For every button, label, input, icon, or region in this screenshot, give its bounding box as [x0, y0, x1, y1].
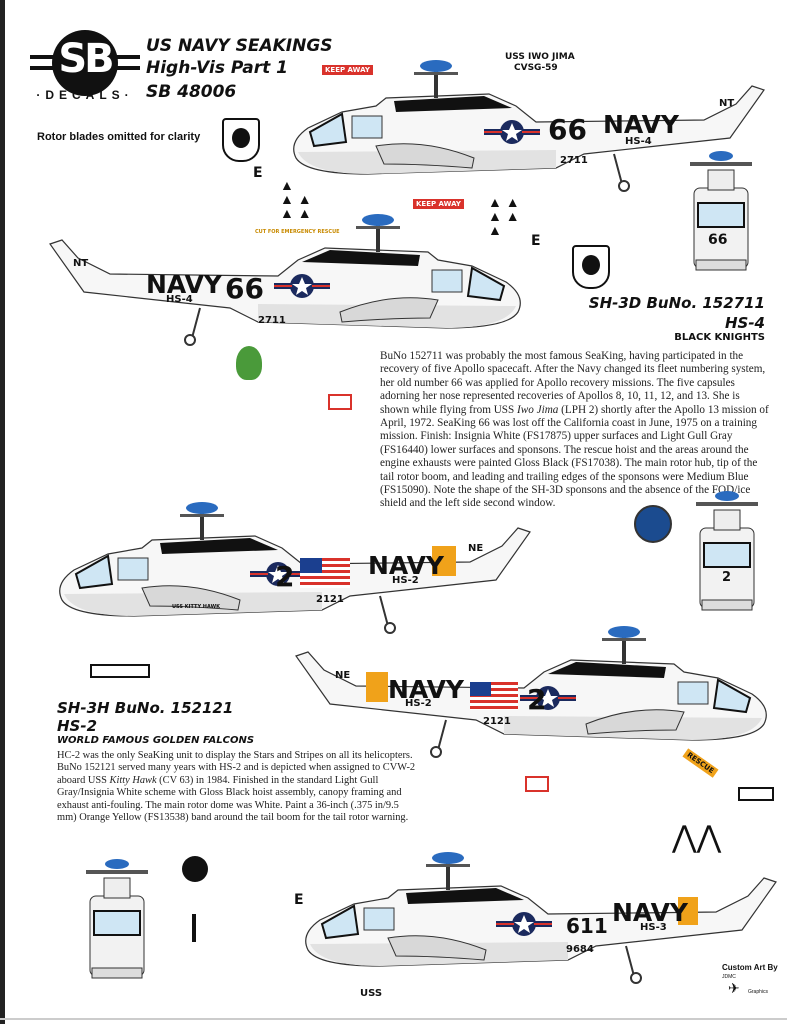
- squadron-shield-icon: [222, 118, 260, 162]
- helicopter-front-view: [689, 150, 753, 271]
- modex: 66: [225, 272, 264, 305]
- keep-away-decal: KEEP AWAY: [413, 199, 464, 209]
- navy-lettering: NAVY: [388, 675, 465, 704]
- tail-code: NE: [468, 543, 484, 554]
- uss-label: USS: [360, 988, 383, 999]
- page-edge: [0, 0, 5, 1024]
- black-decal-box: [90, 664, 150, 678]
- apollo-capsules-icon: ▲ ▲▲ ▲▲: [488, 194, 520, 238]
- aircraft1-description: BuNo 152711 was probably the most famous…: [380, 350, 770, 511]
- modex: 611: [566, 914, 608, 938]
- rescue-decal: CUT FOR EMERGENCY RESCUE: [255, 229, 340, 235]
- text: (CV 63) in 1984. Finished in the standar…: [57, 774, 409, 824]
- keep-away-decal: KEEP AWAY: [322, 65, 373, 75]
- helicopter-front-view: [695, 490, 759, 611]
- squadron-emblem-icon: ⋀⋀: [672, 821, 722, 854]
- ship-name: USS IWO JIMA: [505, 52, 575, 62]
- helicopter-front-view: [85, 858, 149, 979]
- apollo-capsules-icon: ▲▲ ▲▲ ▲: [280, 177, 312, 221]
- front-modex: 2: [722, 570, 732, 585]
- air-group: CVSG-59: [514, 63, 558, 73]
- logo-subtitle: ·DECALS·: [36, 88, 134, 102]
- sheet-title: US NAVY SEAKINGS: [146, 36, 333, 56]
- aircraft2-squadron: HS-2: [57, 717, 98, 735]
- aircraft1-nickname: BLACK KNIGHTS: [674, 332, 765, 343]
- tail-warning-band: [678, 897, 698, 925]
- sheet-number: SB 48006: [146, 82, 237, 102]
- serial: 2711: [258, 315, 286, 326]
- text: BuNo 152711 was probably the most famous…: [380, 350, 766, 416]
- text: HC-2 was the only SeaKing unit to displa…: [57, 750, 416, 786]
- e-marker: E: [294, 892, 304, 908]
- tail-warning-band: [366, 672, 388, 702]
- tail-code: NT: [719, 98, 735, 109]
- ship-name: Iwo Jima: [517, 403, 559, 416]
- e-marker: E: [531, 233, 541, 249]
- golden-falcons-patch-icon: [634, 505, 672, 543]
- navy-lettering: NAVY: [146, 270, 223, 299]
- rotor-note: Rotor blades omitted for clarity: [37, 131, 201, 143]
- serial: 2711: [560, 155, 588, 166]
- mascot-icon: [236, 346, 262, 380]
- squadron-code: HS-2: [392, 575, 419, 586]
- red-decal-box: [328, 394, 352, 410]
- aircraft2-nickname: WORLD FAMOUS GOLDEN FALCONS: [57, 735, 255, 746]
- serial: 2121: [483, 716, 511, 727]
- navy-lettering: NAVY: [368, 551, 445, 580]
- modex: 2: [275, 560, 295, 593]
- text: (LPH 2) shortly after the Apollo 13 miss…: [380, 403, 769, 510]
- ship-name: Kitty Hawk: [109, 774, 157, 786]
- us-flag-icon: [470, 682, 518, 710]
- navy-lettering: NAVY: [612, 898, 689, 927]
- aircraft2-description: HC-2 was the only SeaKing unit to displa…: [57, 750, 419, 824]
- helmet-insignia-icon: [182, 856, 208, 882]
- helicopter-side-view-right: [49, 213, 522, 346]
- jet-logo-icon: ✈: [728, 980, 740, 996]
- logo-text: SB: [58, 36, 114, 82]
- squadron-code: HS-2: [405, 698, 432, 709]
- modex: 2: [527, 683, 547, 716]
- black-stripe-decal: [192, 914, 196, 942]
- tail-warning-band: [432, 546, 456, 576]
- squadron-code: HS-4: [166, 294, 193, 305]
- sheet-subtitle: High-Vis Part 1: [146, 58, 288, 78]
- tail-code: NE: [335, 670, 351, 681]
- front-modex: 66: [708, 232, 728, 248]
- credit-label: Custom Art By: [722, 963, 778, 972]
- aircraft1-title: SH-3D BuNo. 152711: [588, 294, 765, 312]
- squadron-code: HS-3: [640, 922, 667, 933]
- navy-lettering: NAVY: [603, 110, 680, 139]
- credit-logo-text: Graphics: [748, 989, 769, 995]
- squadron-code: HS-4: [625, 136, 652, 147]
- red-decal-box: [525, 776, 549, 792]
- serial: 2121: [316, 594, 344, 605]
- black-decal-box: [738, 787, 774, 801]
- e-marker: E: [253, 165, 263, 181]
- squadron-shield-icon: [572, 245, 610, 289]
- us-flag-icon: [300, 558, 350, 588]
- aircraft1-squadron: HS-4: [724, 314, 765, 332]
- ship-name: USS KITTY HAWK: [172, 604, 221, 610]
- helicopter-side-view-left: [304, 851, 777, 984]
- aircraft2-title: SH-3H BuNo. 152121: [57, 699, 234, 717]
- credit-logo-text: JDMC: [722, 974, 736, 980]
- serial: 9684: [566, 944, 594, 955]
- tail-code: NT: [73, 258, 89, 269]
- logo-circle: [52, 30, 118, 96]
- modex: 66: [548, 113, 587, 146]
- page-bottom-edge: [0, 1018, 787, 1020]
